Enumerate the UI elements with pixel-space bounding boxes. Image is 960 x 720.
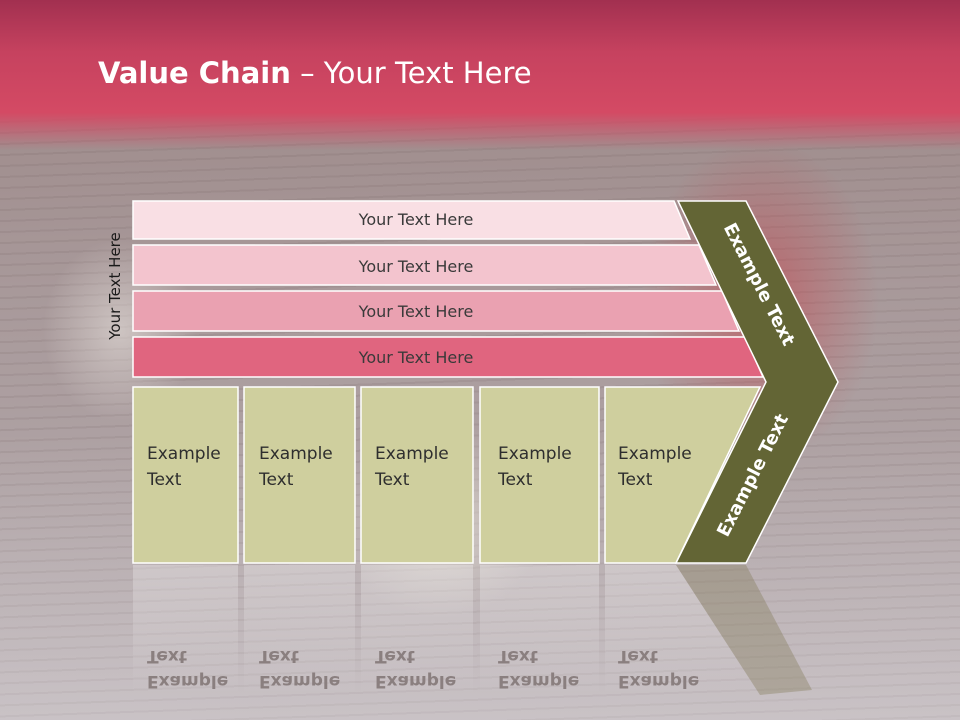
value-bar[interactable] <box>132 290 741 332</box>
slide-title: Value Chain – Your Text Here <box>98 56 532 90</box>
box-text-line2: Text <box>497 470 533 490</box>
box-reflection <box>480 565 599 695</box>
chevron-arrow[interactable] <box>674 200 839 564</box>
box-text-line1: Example <box>259 444 333 464</box>
reflection-text: Text <box>147 646 187 666</box>
box-text-line2: Text <box>617 470 653 490</box>
value-bar[interactable] <box>132 200 692 240</box>
activity-box[interactable] <box>479 386 600 564</box>
bar-label: Your Text Here <box>358 348 474 367</box>
chevron-reflection <box>676 565 812 695</box>
box-reflection <box>133 565 238 695</box>
reflection-text: Text <box>259 646 299 666</box>
activity-box[interactable] <box>360 386 474 564</box>
box-reflection <box>244 565 355 695</box>
box-text-line2: Text <box>374 470 410 490</box>
bar-label: Your Text Here <box>358 210 474 229</box>
reflection-text: Text <box>375 646 415 666</box>
box-text-line1: Example <box>147 444 221 464</box>
bar-label: Your Text Here <box>358 302 474 321</box>
reflection-text: Example <box>147 671 228 691</box>
reflection-text: Example <box>375 671 456 691</box>
title-bold: Value Chain <box>98 56 291 90</box>
box-text-line2: Text <box>258 470 294 490</box>
value-bar[interactable] <box>132 244 718 286</box>
box-text-line1: Example <box>618 444 692 464</box>
box-text-line2: Text <box>146 470 182 490</box>
activity-box[interactable] <box>132 386 239 564</box>
box-reflection <box>605 565 760 695</box>
reflection-group: Example Example Example Example Example … <box>133 565 812 695</box>
title-rest: – Your Text Here <box>290 56 532 90</box>
reflection-text: Text <box>618 646 658 666</box>
title-band <box>0 0 960 150</box>
reflection-text: Example <box>618 671 699 691</box>
bar-label: Your Text Here <box>358 257 474 276</box>
reflection-text: Text <box>498 646 538 666</box>
box-text-line1: Example <box>498 444 572 464</box>
reflection-text: Example <box>498 671 579 691</box>
box-reflection <box>361 565 473 695</box>
box-text-line1: Example <box>375 444 449 464</box>
activity-box[interactable] <box>243 386 356 564</box>
reflection-text: Example <box>259 671 340 691</box>
